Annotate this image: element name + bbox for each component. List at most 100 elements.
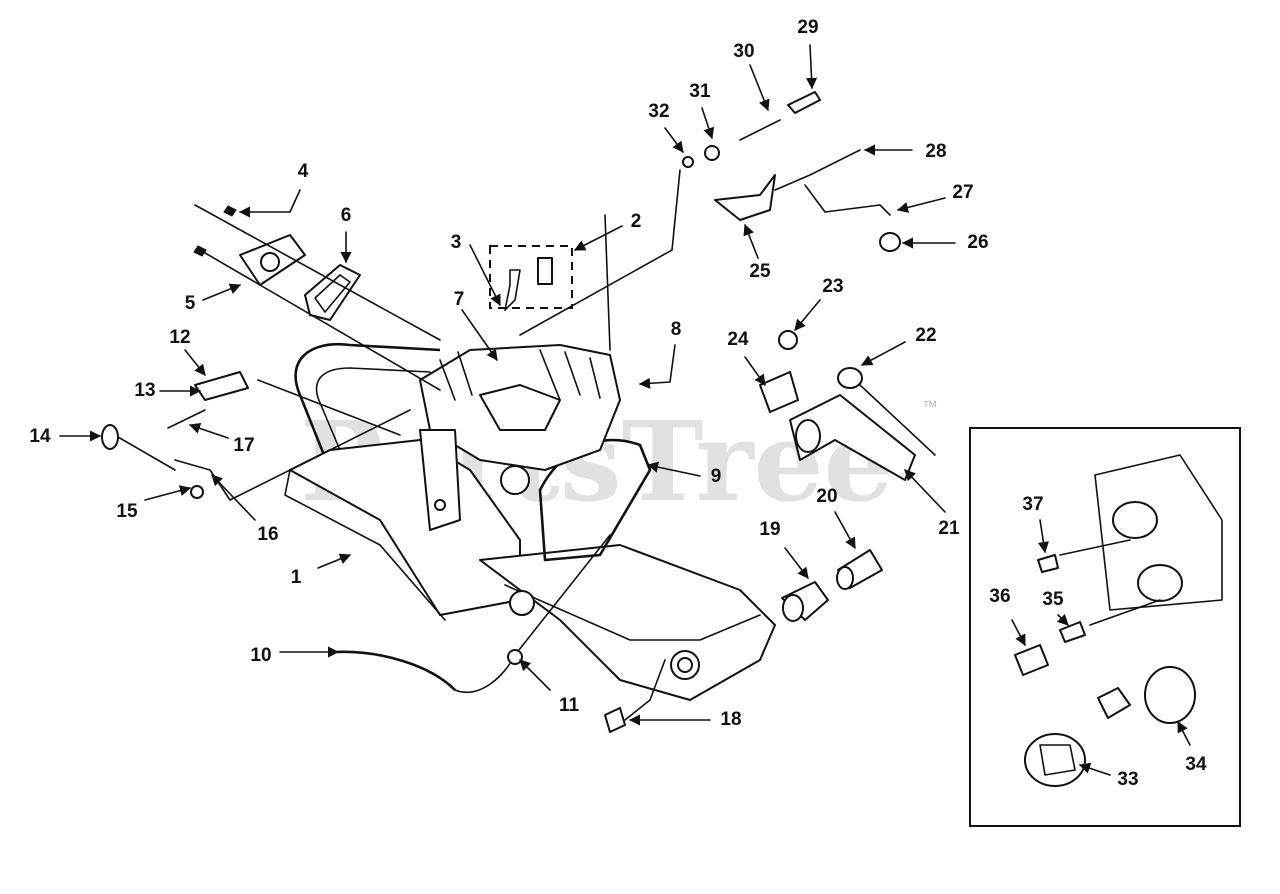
part-22-cable <box>859 384 936 456</box>
callout-28: 28 <box>925 141 946 162</box>
leader-23 <box>794 299 821 331</box>
callout-7: 7 <box>454 289 465 310</box>
part-19-face <box>782 594 804 622</box>
leader-4 <box>238 189 301 218</box>
intake-flange <box>479 384 561 431</box>
part-23-washer <box>778 330 798 350</box>
callout-19: 19 <box>759 519 780 540</box>
part-33-cap <box>1024 733 1086 787</box>
bracket-hole <box>434 499 446 511</box>
leader-15 <box>144 485 192 501</box>
callout-16: 16 <box>257 524 278 545</box>
frame-arm <box>504 584 761 641</box>
callout-10: 10 <box>250 645 271 666</box>
callout-35: 35 <box>1042 589 1064 610</box>
leader-3 <box>469 244 501 307</box>
leader-9 <box>646 461 701 477</box>
part-33-cap-detail <box>1039 744 1076 776</box>
callout-11: 11 <box>559 695 580 716</box>
callout-1: 1 <box>291 567 302 588</box>
frame-mount-boss-2-inner <box>677 657 693 673</box>
part-17-pin <box>167 409 206 429</box>
intake-plate-group <box>193 204 441 391</box>
callout-24: 24 <box>727 329 749 350</box>
callout-22: 22 <box>915 325 936 346</box>
leader-29 <box>805 44 818 90</box>
engine-fins <box>439 349 601 401</box>
frame-mount-boss <box>509 590 535 616</box>
leader-30 <box>749 64 770 112</box>
callout-9: 9 <box>711 466 722 487</box>
leader-25 <box>743 223 759 259</box>
throttle-linkage <box>519 91 901 351</box>
part-18-guide <box>624 659 666 721</box>
part-2-dashed-box <box>489 245 573 309</box>
callout-4: 4 <box>298 161 309 182</box>
callout-37: 37 <box>1022 494 1043 515</box>
leader-34 <box>1177 721 1191 746</box>
leader-17 <box>188 422 229 439</box>
part-34-seal <box>1144 666 1196 724</box>
leader-8 <box>638 344 676 389</box>
callout-30: 30 <box>733 41 754 62</box>
leader-37 <box>1037 519 1049 554</box>
part-20-face <box>836 566 854 590</box>
callout-5: 5 <box>185 293 196 314</box>
callout-labels: 1 2 3 4 5 6 7 8 9 10 11 12 13 14 15 16 1… <box>29 17 1207 790</box>
callout-31: 31 <box>689 81 711 102</box>
fuel-tank-body <box>289 439 521 616</box>
front-bracket-group <box>759 330 936 481</box>
part-28-rod <box>774 149 861 191</box>
anti-vibe-mount <box>500 465 530 495</box>
callout-27: 27 <box>952 182 973 203</box>
leader-lines <box>59 44 1191 776</box>
callout-14: 14 <box>29 426 51 447</box>
callout-33: 33 <box>1117 769 1138 790</box>
callout-2: 2 <box>631 211 642 232</box>
part-22-mount <box>837 367 863 389</box>
part-35-filter <box>1059 621 1086 643</box>
part-29-bolt <box>787 91 821 114</box>
leader-7 <box>461 309 498 361</box>
part-5-port <box>260 252 280 272</box>
leader-2 <box>574 225 623 251</box>
inset-lines <box>1059 539 1161 626</box>
callout-23: 23 <box>822 276 843 297</box>
callout-25: 25 <box>749 261 771 282</box>
callout-18: 18 <box>720 709 741 730</box>
callout-17: 17 <box>233 435 254 456</box>
part-26-grommet <box>879 232 901 252</box>
leader-19 <box>784 547 809 579</box>
callout-20: 20 <box>816 486 837 507</box>
assembly-guide-lines <box>194 204 441 391</box>
part-37-plug <box>1037 554 1059 573</box>
leader-16 <box>211 474 256 521</box>
leader-21 <box>904 469 946 513</box>
part-30-spring <box>739 119 781 141</box>
leader-1 <box>317 553 352 569</box>
inset-housing <box>1094 454 1223 611</box>
leader-33 <box>1078 762 1111 776</box>
callout-29: 29 <box>797 17 818 38</box>
leader-5 <box>202 283 242 301</box>
part-6-gasket <box>304 264 361 321</box>
callout-6: 6 <box>341 205 352 226</box>
housing-assembly <box>284 342 776 701</box>
callout-32: 32 <box>648 101 669 122</box>
callout-15: 15 <box>116 501 138 522</box>
left-small-parts <box>101 371 411 501</box>
part-4-screw-b <box>193 245 207 257</box>
part-14-bumper <box>101 424 119 450</box>
callout-36: 36 <box>989 586 1010 607</box>
part-3-clip <box>504 269 521 311</box>
linkage-guide-lines <box>519 169 681 351</box>
leader-24 <box>744 356 766 386</box>
callout-26: 26 <box>967 232 988 253</box>
part-27-wire <box>804 184 891 216</box>
part-14-shaft <box>117 436 176 471</box>
side-bracket <box>419 429 461 531</box>
inset-port-lower <box>1137 564 1183 602</box>
part-15-nut <box>190 485 204 499</box>
leader-35 <box>1056 613 1069 626</box>
